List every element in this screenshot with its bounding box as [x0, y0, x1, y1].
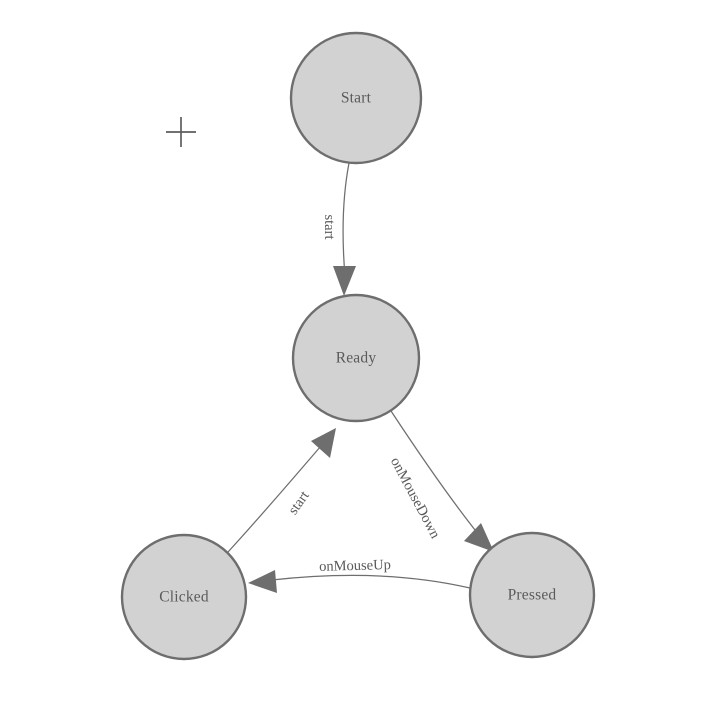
edge-label-group: start	[321, 215, 337, 240]
arrowhead-icon	[333, 266, 356, 296]
node-pressed[interactable]: Pressed	[468, 531, 596, 659]
node-layer: Start Ready Clicked Pressed	[120, 31, 596, 661]
node-start[interactable]: Start	[289, 31, 423, 165]
edge-line[interactable]	[342, 162, 350, 277]
edge-line[interactable]	[227, 445, 322, 553]
node-label: Clicked	[159, 589, 209, 606]
node-label: Ready	[336, 350, 377, 367]
edge-clicked-to-ready[interactable]: start	[227, 428, 336, 553]
node-shape[interactable]	[289, 31, 423, 165]
edge-start-to-ready[interactable]: start	[321, 162, 356, 296]
edge-label: start	[321, 215, 337, 240]
node-ready[interactable]: Ready	[291, 293, 421, 423]
node-clicked[interactable]: Clicked	[120, 533, 248, 661]
edge-line[interactable]	[271, 574, 471, 589]
edge-label: onMouseUp	[319, 557, 391, 575]
edge-label: start	[285, 488, 312, 518]
arrowhead-icon	[464, 523, 494, 552]
edge-ready-to-pressed[interactable]: onMouseDown	[387, 410, 494, 552]
node-shape[interactable]	[120, 533, 248, 661]
edge-pressed-to-clicked[interactable]: onMouseUp	[248, 557, 471, 593]
edge-label: onMouseDown	[387, 455, 443, 542]
node-shape[interactable]	[468, 531, 596, 659]
node-shape[interactable]	[291, 293, 421, 423]
node-label: Start	[341, 90, 372, 107]
edge-line[interactable]	[390, 410, 480, 536]
crosshair-marker-icon	[166, 117, 196, 147]
arrowhead-icon	[311, 428, 336, 458]
edge-label-group: onMouseUp	[319, 557, 391, 575]
node-label: Pressed	[508, 587, 557, 604]
edge-label-group: onMouseDown	[387, 455, 443, 542]
edge-label-group: start	[285, 488, 312, 518]
arrowhead-icon	[248, 570, 277, 593]
